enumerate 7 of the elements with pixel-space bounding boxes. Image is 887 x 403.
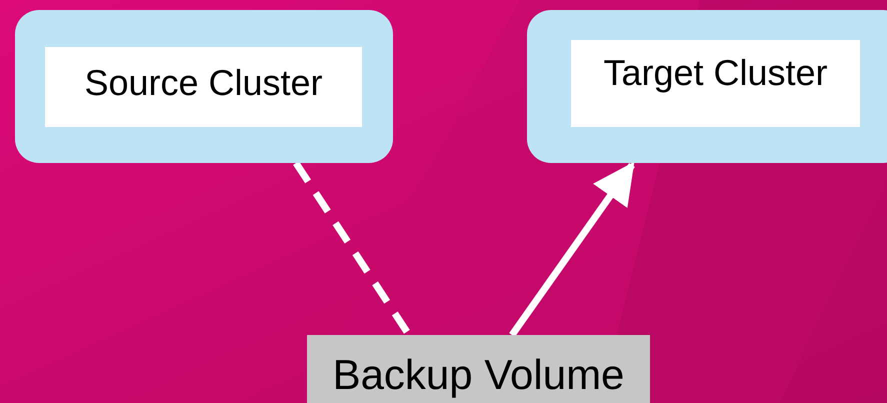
- volume-name: Backup Volume: [332, 351, 624, 399]
- cluster-name: Source Cluster: [84, 62, 323, 105]
- cluster-box: [15, 10, 393, 163]
- arrow: [509, 162, 635, 338]
- cluster-box: [527, 10, 887, 163]
- volume-label: [307, 335, 650, 403]
- cluster-name: Target Cluster: [603, 52, 828, 95]
